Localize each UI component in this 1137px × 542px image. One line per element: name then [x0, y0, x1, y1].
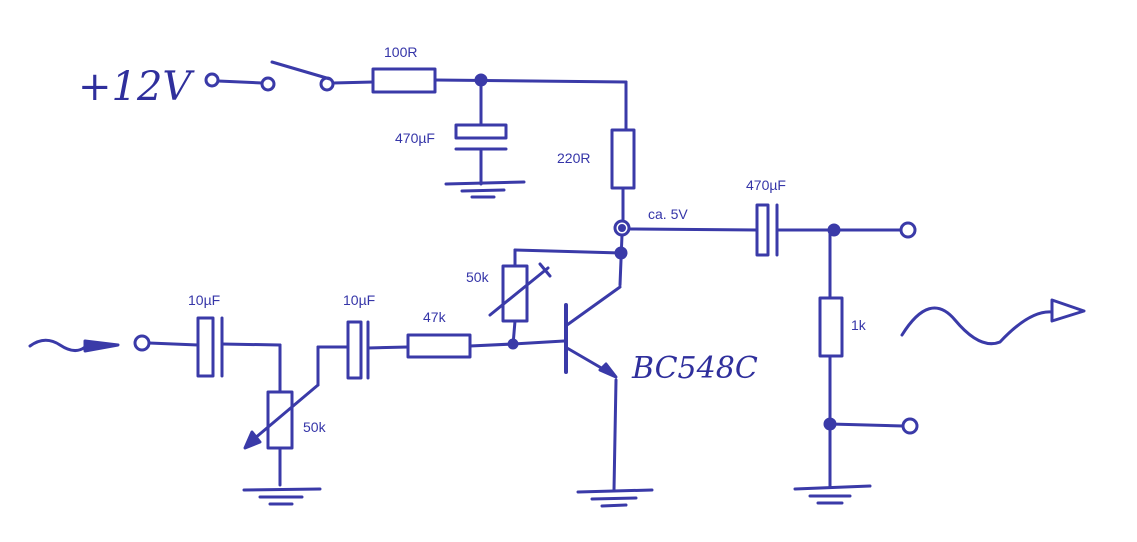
capacitor-470uf-supply: [454, 123, 508, 140]
label-r-load: 1k: [851, 317, 867, 333]
input-terminal: [133, 334, 151, 352]
wire-to-r100: [331, 80, 375, 85]
transistor-bc548c: [564, 285, 622, 379]
label-c-supply: 470µF: [395, 130, 435, 146]
label-c-in1: 10µF: [188, 292, 220, 308]
label-node-voltage: ca. 5V: [648, 206, 688, 222]
resistor-220r: [610, 128, 636, 190]
ground-symbol: [793, 484, 872, 505]
resistor-47k: [406, 333, 472, 359]
label-c-output: 470µF: [746, 177, 786, 193]
potentiometer-50k: [266, 390, 294, 450]
output-wave-icon: [900, 306, 1054, 346]
label-r-base: 47k: [423, 309, 447, 325]
supply-terminal: [204, 72, 220, 88]
wire-supply: [216, 79, 264, 85]
ground-symbol: [576, 488, 654, 508]
label-r-series: 100R: [384, 44, 417, 60]
label-pot-in: 50k: [303, 419, 327, 435]
output-terminal-top: [899, 221, 917, 239]
label-trim-pot: 50k: [466, 269, 490, 285]
capacitor-10uf-2: [346, 320, 363, 380]
capacitor-10uf-1: [196, 316, 215, 378]
output-terminal-bottom: [901, 417, 919, 435]
label-c-in2: 10µF: [343, 292, 375, 308]
wire-collector: [618, 233, 624, 287]
wire-top-rail: [433, 78, 628, 84]
capacitor-470uf-output: [755, 203, 770, 257]
resistor-1k: [818, 296, 844, 358]
power-switch: [260, 60, 335, 92]
supply-label: +12V: [78, 64, 195, 110]
ground-symbol: [444, 180, 526, 199]
label-r-collector: 220R: [557, 150, 590, 166]
input-wave-icon: [28, 338, 87, 352]
ground-symbol: [242, 487, 322, 506]
transistor-label: BC548C: [631, 351, 758, 386]
wire-out: [627, 227, 759, 232]
resistor-100r: [371, 67, 437, 94]
